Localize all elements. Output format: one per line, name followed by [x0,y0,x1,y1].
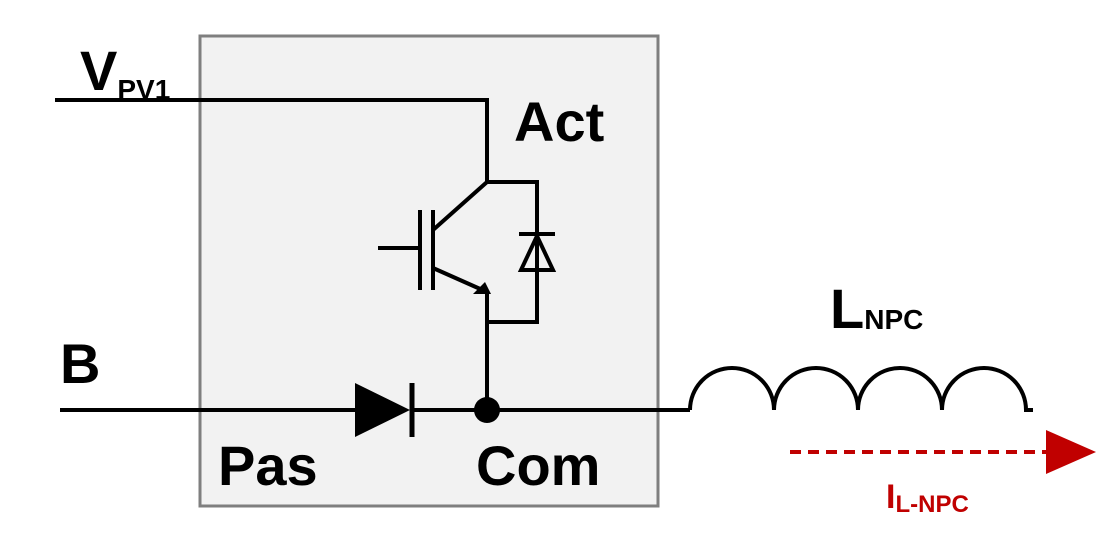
pas-label: Pas [218,434,318,497]
igbt-switch [378,180,489,410]
com-label: Com [476,434,600,497]
inductor-lnpc [688,366,1033,412]
igbt-emitter-arrow [473,282,491,294]
il-npc-label: IL-NPC [886,478,969,518]
lnpc-label: LNPC [830,277,923,340]
module-box [198,34,660,508]
antiparallel-diode [487,180,557,324]
vpv1-label: VPV1 [80,39,170,105]
com-junction-dot [474,397,500,423]
b-label: B [60,332,100,395]
current-arrow [790,430,1096,474]
act-label: Act [514,90,604,153]
vpv1-wire [55,98,489,182]
passive-diode [355,383,415,437]
